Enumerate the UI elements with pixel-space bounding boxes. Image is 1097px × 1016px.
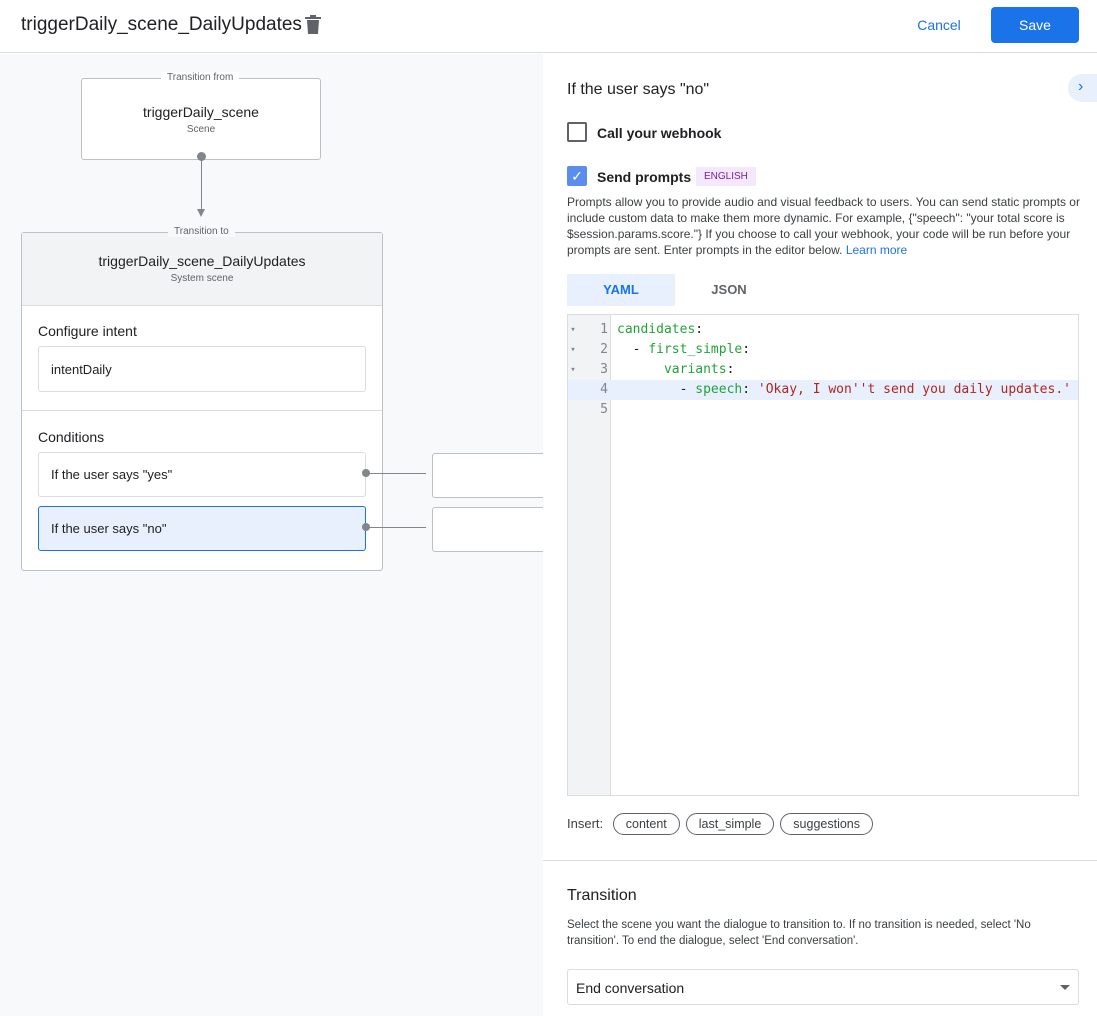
indent: - [617, 342, 649, 357]
trash-icon[interactable] [305, 15, 321, 34]
code-key: variants [663, 362, 727, 377]
from-scene-type: Scene [186, 124, 216, 135]
transition-description: Select the scene you want the dialogue t… [567, 919, 1031, 947]
tab-json[interactable]: JSON [711, 282, 747, 297]
insert-chip-suggestions[interactable]: suggestions [780, 813, 874, 835]
code-line: ▾ 1 candidates: [568, 320, 1078, 340]
intent-heading: Configure intent [38, 323, 137, 339]
dropdown-arrow-icon [1060, 985, 1070, 990]
code-editor[interactable]: ▾ 1 candidates: ▾ 2 - first_simple: ▾ 3 varian… [567, 314, 1079, 796]
code-line: ▾ 3 variants: [568, 360, 1078, 380]
target-scene-yes[interactable] [432, 453, 543, 498]
fold-icon[interactable]: ▾ [570, 325, 576, 335]
connector [366, 473, 426, 474]
line-number: 5 [600, 402, 608, 417]
cancel-button[interactable]: Cancel [905, 7, 973, 43]
code-key: speech [695, 382, 743, 397]
code-punct: : [726, 362, 735, 377]
code-punct: : [695, 322, 704, 337]
to-scene-type: System scene [170, 273, 234, 284]
prompts-label: Send prompts [597, 169, 692, 185]
connector [201, 157, 202, 212]
transition-select-value: End conversation [576, 980, 685, 996]
prompts-checkbox[interactable]: ✓ [567, 166, 587, 186]
code-line: ▾ 2 - first_simple: [568, 340, 1078, 360]
to-scene-name: triggerDaily_scene_DailyUpdates [98, 253, 306, 269]
header: triggerDaily_scene_DailyUpdates Cancel S… [0, 0, 1097, 53]
divider [543, 860, 1097, 861]
fold-icon[interactable]: ▾ [570, 365, 576, 375]
code-punct: : [742, 342, 751, 357]
code-key: first_simple [648, 342, 743, 357]
insert-label: Insert: [567, 816, 604, 831]
code-key: candidates [617, 322, 696, 337]
connector-dot [197, 152, 206, 161]
indent [617, 362, 664, 377]
transition-from-card[interactable]: triggerDaily_scene Scene [81, 78, 321, 160]
webhook-checkbox[interactable] [567, 122, 587, 142]
indent: - [617, 382, 696, 397]
conditions-heading: Conditions [38, 429, 105, 445]
scene-canvas: triggerDaily_scene Scene Transition from… [0, 54, 543, 1016]
save-button[interactable]: Save [991, 7, 1079, 43]
line-number: 4 [600, 382, 608, 397]
arrow-icon [197, 209, 205, 217]
panel-heading: If the user says "no" [567, 81, 710, 98]
line-number: 3 [600, 362, 608, 377]
transition-heading: Transition [567, 887, 637, 904]
insert-chip-content[interactable]: content [612, 813, 680, 835]
chevron-right-icon[interactable]: › [1068, 74, 1097, 102]
learn-more-link[interactable]: Learn more [845, 243, 908, 257]
condition-no[interactable]: If the user says "no" [38, 506, 366, 551]
connector-dot [362, 469, 370, 477]
condition-yes[interactable]: If the user says "yes" [38, 452, 366, 497]
connector [366, 527, 426, 528]
line-number: 1 [600, 322, 608, 337]
webhook-label: Call your webhook [597, 125, 722, 141]
code-string: 'Okay, I won''t send you daily updates.' [757, 382, 1071, 397]
fold-icon[interactable]: ▾ [570, 345, 576, 355]
line-number: 2 [600, 342, 608, 357]
prompts-description: Prompts allow you to provide audio and v… [567, 195, 1080, 257]
tab-yaml[interactable]: YAML [567, 274, 675, 306]
connector-dot [362, 523, 370, 531]
transition-select[interactable]: End conversation [567, 969, 1079, 1005]
target-scene-no[interactable] [432, 507, 543, 552]
from-scene-name: triggerDaily_scene [143, 104, 259, 120]
condition-panel: If the user says "no" › Call your webhoo… [543, 54, 1097, 1016]
from-label: Transition from [161, 72, 240, 83]
code-line: 4 - speech: 'Okay, I won''t send you dai… [568, 380, 1078, 400]
to-label: Transition to [168, 226, 235, 237]
code-line: 5 [568, 400, 1078, 420]
page-title: triggerDaily_scene_DailyUpdates [21, 14, 302, 35]
language-badge: ENGLISH [696, 167, 756, 186]
code-punct: : [742, 382, 758, 397]
insert-chip-last-simple[interactable]: last_simple [685, 813, 775, 835]
intent-item[interactable]: intentDaily [38, 346, 366, 392]
transition-to-card: triggerDaily_scene_DailyUpdates System s… [21, 232, 383, 571]
